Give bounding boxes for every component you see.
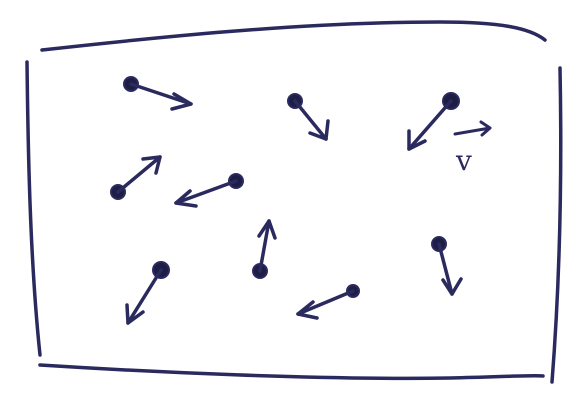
velocity-arrow: [128, 270, 161, 323]
velocity-arrow: [176, 181, 236, 203]
box-left-wall: [27, 62, 40, 355]
box-right-wall: [552, 68, 561, 382]
particle: [111, 157, 160, 199]
particle: [127, 262, 169, 323]
particle: [409, 93, 459, 149]
particle: [124, 77, 191, 109]
particle: [253, 221, 275, 278]
arrow-head: [443, 279, 461, 294]
particle: [288, 94, 328, 139]
velocity-arrow: [409, 101, 451, 149]
velocity-label: v: [455, 122, 490, 177]
particle: [432, 237, 461, 294]
velocity-arrow: [131, 84, 191, 104]
particle: [298, 285, 359, 318]
particle: [176, 174, 243, 206]
velocity-symbol: v: [455, 144, 472, 177]
velocity-arrow: [298, 291, 353, 314]
container-box: [27, 22, 561, 382]
box-bottom-wall: [40, 365, 543, 378]
velocity-arrow: [118, 157, 160, 192]
vector-arrow-icon: [455, 122, 490, 135]
box-top-wall: [42, 22, 545, 50]
